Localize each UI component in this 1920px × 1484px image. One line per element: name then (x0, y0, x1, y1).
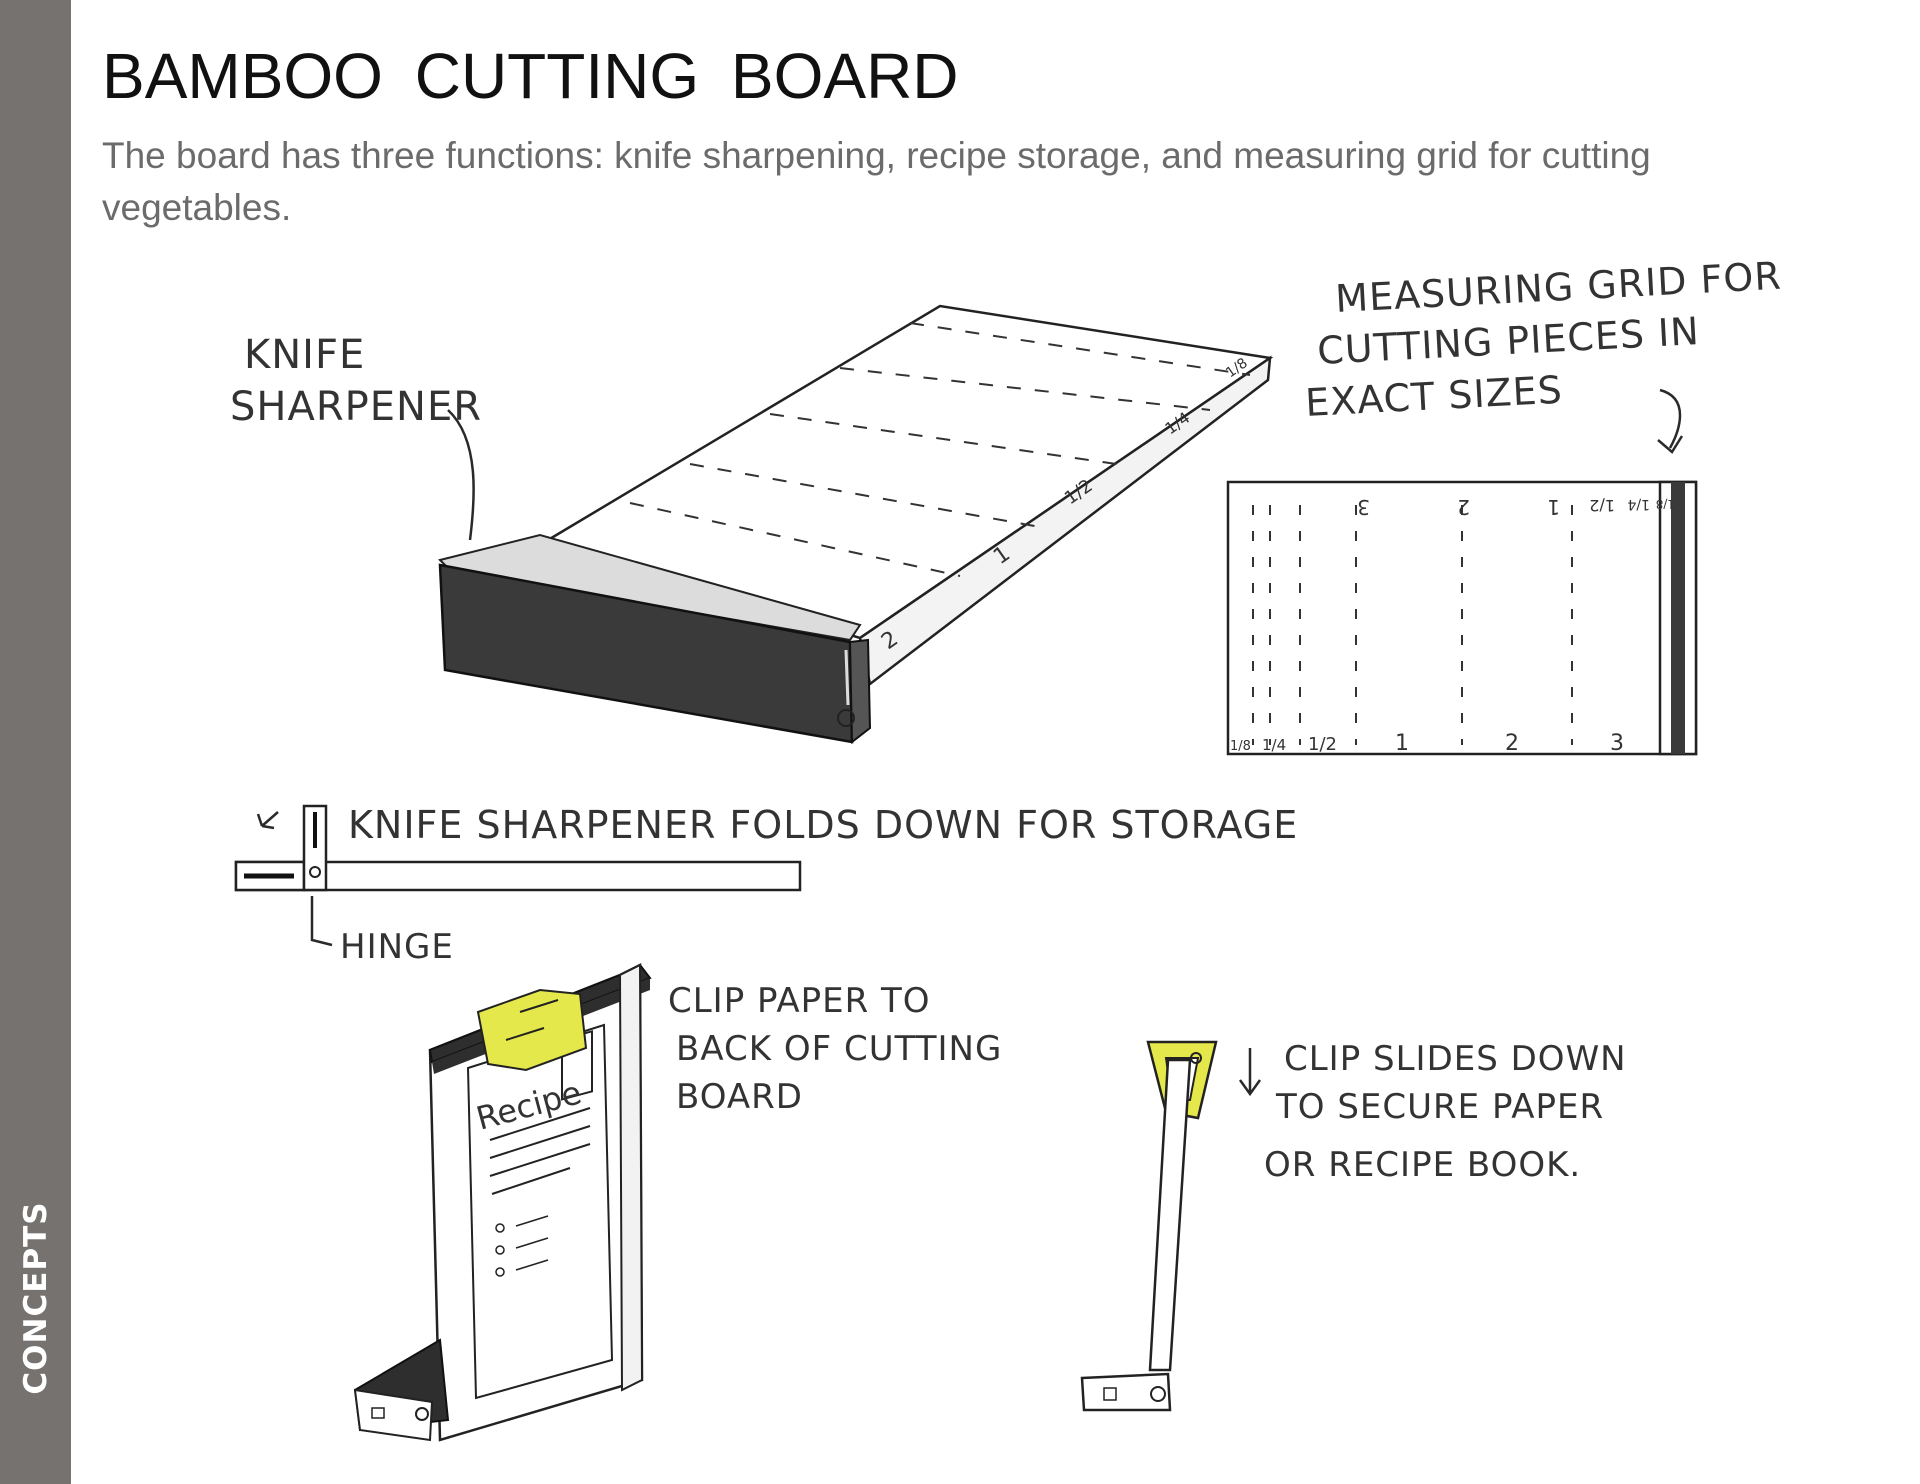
measuring-grid-arrow (1660, 390, 1680, 448)
grid-bottom-label-2: 2 (1505, 731, 1519, 756)
clip-paper-label-line2: BACK OF CUTTING (676, 1029, 1002, 1069)
measuring-grid-label-line3: EXACT SIZES (1304, 368, 1564, 425)
cutting-board-illustration: 2 1 1/2 1/4 1/8 (440, 306, 1270, 742)
measuring-grid-label-line1: MEASURING GRID FOR (1334, 254, 1783, 321)
grid-bottom-label-3: 3 (1610, 731, 1624, 756)
grid-top-label-quarter: 1/4 (1627, 496, 1650, 512)
grid-top-label-eighth: 1/8 (1656, 497, 1675, 511)
clip-slides-label-line1: CLIP SLIDES DOWN (1284, 1039, 1627, 1079)
clip-paper-label-line1: CLIP PAPER TO (668, 981, 931, 1021)
hinge-label: HINGE (340, 927, 454, 967)
knife-sharpener-label-line2: SHARPENER (230, 384, 482, 430)
grid-bottom-label-quarter: 1/4 (1262, 736, 1286, 754)
grid-bottom-label-half: 1/2 (1308, 734, 1337, 755)
grid-bottom-label-1: 1 (1395, 731, 1409, 756)
recipe-clipboard-illustration (355, 965, 650, 1440)
fold-down-label: KNIFE SHARPENER FOLDS DOWN FOR STORAGE (348, 803, 1298, 847)
measuring-grid-illustration: 3 2 1 1/2 1/4 1/8 1/8 1/4 1/2 1 2 3 (1228, 482, 1696, 756)
clip-paper-label-line3: BOARD (676, 1077, 803, 1117)
grid-bottom-label-eighth: 1/8 (1230, 739, 1251, 754)
grid-top-label-half: 1/2 (1589, 496, 1615, 515)
clip-slides-label-line2: TO SECURE PAPER (1275, 1087, 1604, 1127)
grid-top-label-3: 3 (1357, 495, 1370, 519)
grid-top-label-1: 1 (1547, 495, 1560, 519)
knife-sharpener-label-line1: KNIFE (244, 332, 365, 378)
clip-slides-label-line3: OR RECIPE BOOK. (1264, 1145, 1581, 1185)
sliding-clip-illustration (1082, 1042, 1260, 1410)
grid-top-label-2: 2 (1457, 495, 1470, 519)
